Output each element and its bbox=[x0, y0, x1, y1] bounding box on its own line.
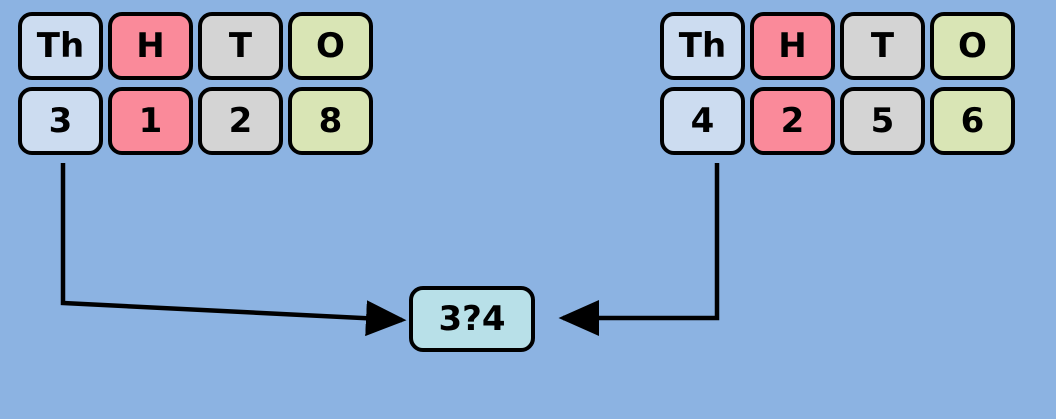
right-arrow-path bbox=[558, 163, 720, 336]
left-digit-row: 3 1 2 8 bbox=[18, 87, 373, 155]
left-digit-thousands[interactable]: 3 bbox=[18, 87, 103, 155]
left-digit-tens[interactable]: 2 bbox=[198, 87, 283, 155]
left-header-thousands[interactable]: Th bbox=[18, 12, 103, 80]
left-digit-hundreds[interactable]: 1 bbox=[108, 87, 193, 155]
right-header-tens[interactable]: T bbox=[840, 12, 925, 80]
right-place-value-chart: Th H T O 4 2 5 6 bbox=[660, 12, 1015, 155]
left-header-row: Th H T O bbox=[18, 12, 373, 80]
right-digit-ones[interactable]: 6 bbox=[930, 87, 1015, 155]
comparison-result-box[interactable]: 3?4 bbox=[409, 286, 535, 352]
right-header-hundreds[interactable]: H bbox=[750, 12, 835, 80]
right-header-thousands[interactable]: Th bbox=[660, 12, 745, 80]
right-header-ones[interactable]: O bbox=[930, 12, 1015, 80]
right-digit-tens[interactable]: 5 bbox=[840, 87, 925, 155]
right-header-row: Th H T O bbox=[660, 12, 1015, 80]
right-digit-row: 4 2 5 6 bbox=[660, 87, 1015, 155]
left-header-ones[interactable]: O bbox=[288, 12, 373, 80]
left-digit-ones[interactable]: 8 bbox=[288, 87, 373, 155]
left-place-value-chart: Th H T O 3 1 2 8 bbox=[18, 12, 373, 155]
right-digit-thousands[interactable]: 4 bbox=[660, 87, 745, 155]
left-arrow-path bbox=[60, 163, 407, 337]
left-header-tens[interactable]: T bbox=[198, 12, 283, 80]
right-digit-hundreds[interactable]: 2 bbox=[750, 87, 835, 155]
left-header-hundreds[interactable]: H bbox=[108, 12, 193, 80]
